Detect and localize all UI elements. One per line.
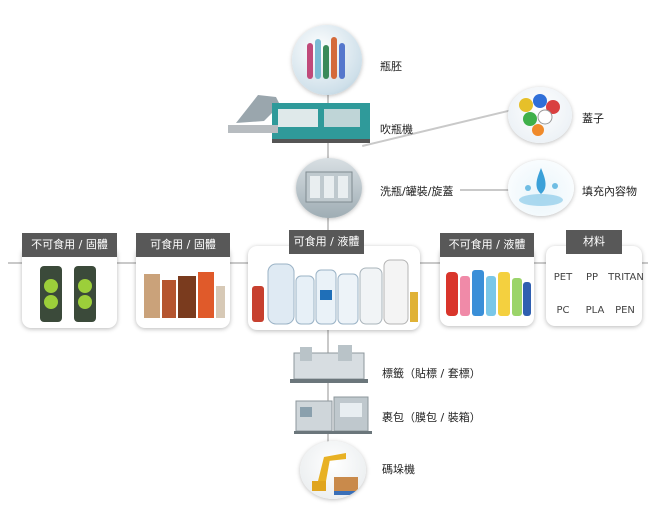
material-pc: PC — [556, 305, 570, 316]
filling-connector — [460, 189, 520, 191]
edible-solid-products-icon — [144, 272, 225, 318]
category-card-inedible-solid — [22, 246, 117, 328]
category-tag-inedible-liquid: 不可食用 / 液體 — [440, 233, 534, 257]
step-blow-molding-label: 吹瓶機 — [380, 123, 413, 136]
bottle-caps-icon — [519, 94, 560, 136]
material-tritan: TRITAN — [608, 272, 644, 283]
caps-image — [508, 87, 572, 143]
wrapping-machine-image — [294, 393, 372, 437]
filling-contents-label: 填充內容物 — [582, 185, 637, 198]
category-tag-edible-liquid: 可食用 / 液體 — [289, 230, 364, 254]
category-tag-edible-solid: 可食用 / 固體 — [136, 233, 230, 257]
blow-molding-machine-image — [228, 85, 370, 147]
step-wash-fill-cap-label: 洗瓶/罐裝/旋蓋 — [380, 185, 454, 198]
step-wrapping-label: 裹包（膜包 / 裝箱） — [382, 411, 481, 424]
step-palletizer-label: 碼垛機 — [382, 463, 415, 476]
category-tag-inedible-solid: 不可食用 / 固體 — [22, 233, 117, 257]
step-preform-label: 瓶胚 — [380, 60, 402, 73]
robot-arm-icon — [312, 453, 358, 495]
material-pla: PLA — [585, 305, 605, 316]
labeling-machine-image — [290, 343, 368, 391]
category-card-edible-solid — [136, 246, 230, 328]
material-pp: PP — [585, 272, 599, 283]
category-card-inedible-liquid — [440, 246, 534, 326]
wash-fill-cap-image — [296, 158, 362, 218]
inedible-solid-products-icon — [40, 266, 96, 322]
water-splash-icon — [519, 168, 563, 206]
material-pet: PET — [553, 272, 573, 283]
caps-label: 蓋子 — [582, 112, 604, 125]
category-card-edible-liquid — [248, 246, 420, 330]
materials-card — [546, 246, 642, 326]
preform-bottles-icon — [307, 37, 345, 79]
filling-machine-icon — [305, 171, 353, 203]
edible-liquid-products-icon — [252, 259, 418, 325]
palletizer-image — [300, 441, 366, 499]
materials-tag: 材料 — [566, 230, 622, 254]
step-labeling-label: 標籤（貼標 / 套標） — [382, 367, 481, 380]
material-pen: PEN — [615, 305, 635, 316]
preform-image — [292, 25, 362, 95]
filling-contents-image — [508, 160, 574, 216]
inedible-liquid-products-icon — [446, 270, 531, 316]
